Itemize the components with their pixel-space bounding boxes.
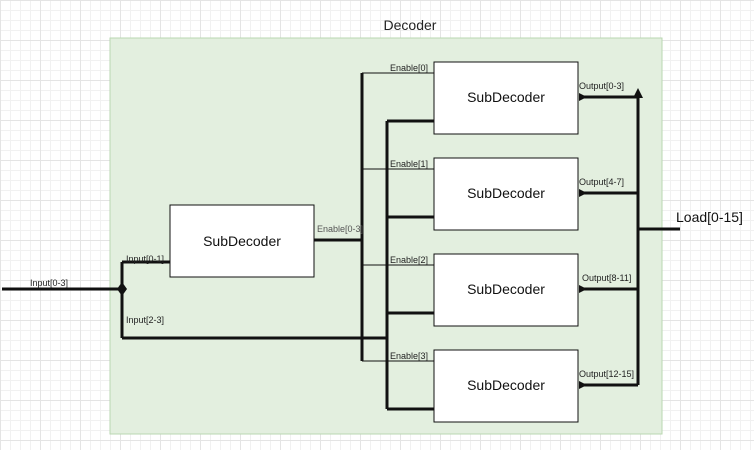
decoder-title: Decoder (384, 17, 437, 33)
output-label: Output[8-11] (582, 273, 631, 283)
output-bus (579, 93, 680, 389)
input-low-label: Input[0-1] (126, 254, 164, 264)
output-label: Output[0-3] (579, 81, 624, 91)
subdecoder-3: SubDecoder Enable[3] Output[12-15] (390, 349, 634, 423)
subdecoder-box (433, 253, 579, 327)
subdecoder-label: SubDecoder (467, 377, 545, 393)
load-label: Load[0-15] (676, 209, 743, 225)
subdecoder-label: SubDecoder (467, 89, 545, 105)
output-label: Output[12-15] (579, 369, 634, 379)
enable-label: Enable[0] (390, 63, 428, 73)
input-high-bus (385, 119, 434, 411)
subdecoder-2: SubDecoder Enable[2] Output[8-11] (390, 253, 631, 327)
output-label: Output[4-7] (579, 177, 624, 187)
input-bus (2, 260, 387, 340)
subdecoder-label: SubDecoder (467, 281, 545, 297)
subdecoder-1: SubDecoder Enable[1] Output[4-7] (390, 157, 624, 231)
subdecoder-box (433, 349, 579, 423)
enable-label: Enable[2] (390, 255, 428, 265)
subdecoder-0: SubDecoder Enable[0] Output[0-3] (390, 61, 624, 135)
output-bus-top-arrow (633, 88, 643, 98)
subdecoder-box (433, 157, 579, 231)
input-label: Input[0-3] (30, 278, 68, 288)
main-subdecoder-label: SubDecoder (203, 233, 281, 249)
enable-bus (314, 72, 434, 362)
subdecoder-label: SubDecoder (467, 185, 545, 201)
enable-label: Enable[3] (390, 351, 428, 361)
subdecoder-box (433, 61, 579, 135)
input-high-label: Input[2-3] (126, 315, 164, 325)
enable-label: Enable[1] (390, 159, 428, 169)
enable-bus-label: Enable[0-3] (317, 224, 363, 234)
input-split-node (117, 282, 127, 296)
